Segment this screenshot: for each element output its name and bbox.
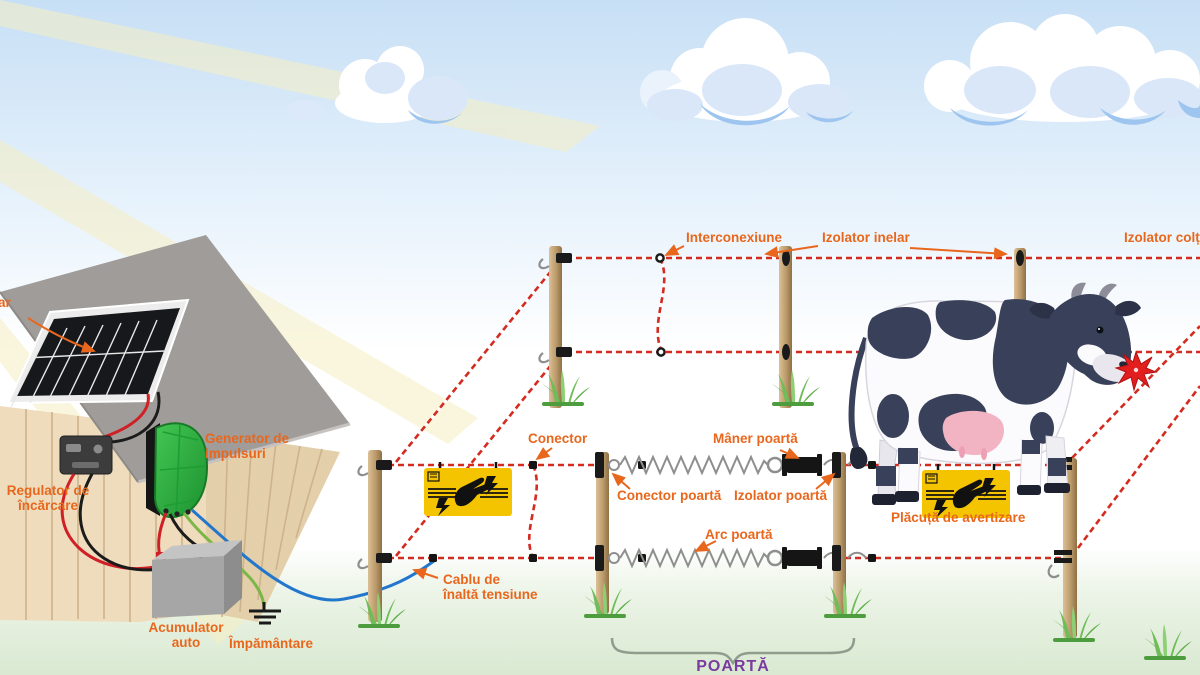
wire-connectors: [429, 461, 876, 562]
fence-post: [368, 450, 382, 622]
label-gate-connector: Conector poartă: [617, 488, 722, 503]
clouds: [287, 14, 1200, 126]
gate-post-left: [596, 452, 609, 614]
gate-spring: [619, 547, 769, 569]
gate-handle: [786, 457, 819, 473]
arrow-gate-insulator: [815, 472, 836, 490]
fence-post: [1063, 458, 1077, 638]
label-pulse-generator: Generator de impulsuri: [205, 431, 290, 462]
cow-udder: [942, 410, 1004, 456]
label-grounding: Împământare: [229, 636, 314, 651]
gate-insulator: [595, 545, 604, 571]
shed: [0, 235, 435, 625]
label-connector: Conector: [528, 431, 588, 446]
cloud-right: [924, 14, 1200, 126]
solar-panel: [6, 298, 190, 408]
cow-tail: [848, 336, 869, 454]
gate-insulator: [832, 452, 841, 478]
gate-bottom: [595, 545, 867, 571]
gate-insulator: [832, 545, 841, 571]
interconnection-rings: [655, 253, 666, 357]
label-gate-spring: Arc poartă: [705, 527, 773, 542]
gate-insulator: [595, 452, 604, 478]
gate-spring: [619, 454, 769, 476]
label-charge-regulator: Regulator de încărcare: [6, 483, 90, 514]
end-insulators: [538, 253, 572, 364]
label-corner-insulator: Izolator colț: [1124, 230, 1200, 245]
label-hv-cable: Cablu de înaltă tensiune: [443, 572, 538, 603]
cloud-center: [640, 18, 854, 126]
arrow-gate-connector: [611, 472, 631, 490]
end-insulators: [357, 460, 392, 570]
gate-handle: [786, 550, 819, 566]
electric-spark-icon: [1114, 350, 1158, 392]
car-battery: [152, 540, 242, 618]
fence-post: [779, 246, 792, 408]
arrow-gate-spring: [694, 540, 717, 552]
label-warning-plate: Plăcuță de avertizare: [891, 510, 1026, 525]
label-gate-handle: Mâner poartă: [713, 431, 798, 446]
ground-symbol-icon: [249, 602, 281, 625]
arrow-hv-cable: [412, 568, 439, 580]
label-ring-insulator: Izolator inelar: [822, 230, 910, 245]
arrow-gate-handle: [779, 447, 800, 459]
label-gate: POARTĂ: [696, 658, 770, 675]
cow: [848, 282, 1141, 505]
warning-sign: [422, 460, 514, 518]
arrow-ring-insulator-left: [764, 245, 819, 259]
label-battery: Acumulator auto: [148, 620, 224, 651]
arrow-ring-insulator-right: [909, 247, 1008, 260]
gate-top: [595, 452, 867, 478]
gate-brace: [610, 637, 856, 666]
arrow-solar-panel: [27, 317, 96, 353]
fence-post: [549, 246, 562, 408]
pulse-generator: [146, 422, 208, 519]
arrow-connector: [535, 447, 553, 461]
label-gate-insulator: Izolator poartă: [734, 488, 828, 503]
cow-head: [1029, 282, 1141, 385]
label-arrows: [27, 244, 1008, 580]
charge-regulator: [59, 435, 113, 475]
panel-wires: [103, 391, 161, 444]
label-solar-panel-partial: ar: [0, 295, 11, 310]
gate-post-right: [833, 452, 846, 614]
cloud-left: [287, 46, 468, 124]
arrow-interconnection: [664, 244, 685, 256]
shed-roof: [0, 235, 350, 482]
label-interconnection: Interconexiune: [686, 230, 783, 245]
